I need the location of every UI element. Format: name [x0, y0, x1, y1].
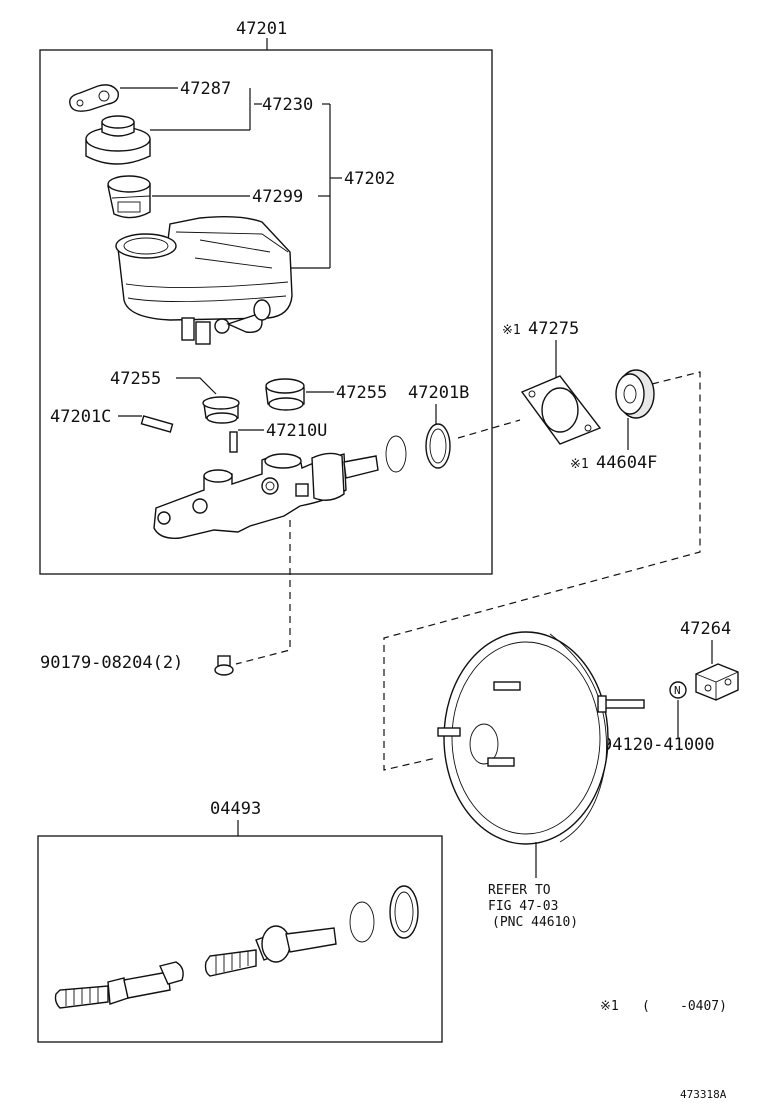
- label-kit: 04493: [210, 799, 261, 819]
- kit-o-ring-part: [349, 885, 419, 943]
- dash-cylinder-to-bolt: [235, 520, 291, 665]
- grommet-left-part: [202, 396, 240, 424]
- label-grommet-left: 47255: [110, 369, 161, 389]
- primary-piston-part: [204, 925, 337, 977]
- label-assembly: 47201: [236, 19, 287, 39]
- reservoir-strainer-part: [107, 175, 151, 219]
- label-grommet-right: 47255: [336, 383, 387, 403]
- label-refer-2: FIG 47-03: [488, 899, 558, 914]
- label-refer-3: (PNC 44610): [492, 915, 578, 930]
- reservoir-gasket-part: [69, 84, 119, 112]
- master-cylinder-part: [153, 452, 379, 539]
- label-pin-left: 47201C: [50, 407, 111, 427]
- reservoir-cap-part: [85, 115, 151, 165]
- kit-box: [37, 835, 443, 1043]
- label-seal: 44604F: [596, 453, 657, 473]
- label-nut-symbol: N: [674, 684, 681, 697]
- label-seal-note: ※1: [570, 457, 589, 472]
- label-nut: 94120-41000: [602, 735, 715, 755]
- leader-grommet-left: [176, 377, 217, 395]
- nut-part: [669, 681, 687, 699]
- label-footnote-mark: ※1: [600, 999, 619, 1014]
- label-refer-1: REFER TO: [488, 883, 551, 898]
- label-reservoir-gasket: 47287: [180, 79, 231, 99]
- label-o-ring: 47201B: [408, 383, 469, 403]
- bolt-part: [214, 655, 234, 676]
- label-footnote-open: (: [642, 999, 650, 1014]
- label-pin-right: 47210U: [266, 421, 327, 441]
- backup-ring-part: [385, 435, 407, 473]
- dash-booster-frame: [383, 371, 701, 771]
- clevis-part: [695, 663, 739, 701]
- gasket-plate-part: [520, 375, 602, 445]
- label-footnote-range: -0407): [680, 999, 727, 1014]
- seal-part: [615, 369, 655, 419]
- label-reservoir-sub: 47202: [344, 169, 395, 189]
- pin-left-part: [140, 415, 174, 433]
- secondary-piston-part: [54, 961, 184, 1009]
- label-reservoir-cap: 47230: [262, 95, 313, 115]
- o-ring-inner: [429, 428, 447, 464]
- label-bolt: 90179-08204(2): [40, 653, 183, 673]
- label-reservoir-strainer: 47299: [252, 187, 303, 207]
- label-gasket-plate-note: ※1: [502, 323, 521, 338]
- label-clevis: 47264: [680, 619, 731, 639]
- pin-right-part: [229, 431, 238, 453]
- assembly-box: [39, 49, 493, 575]
- brake-booster-part: [437, 631, 645, 845]
- grommet-right-part: [265, 378, 305, 411]
- label-figure-id: 473318A: [680, 1088, 727, 1101]
- dash-cylinder-to-gasket: [457, 419, 521, 439]
- reservoir-tank-part: [115, 215, 293, 345]
- label-gasket-plate: 47275: [528, 319, 579, 339]
